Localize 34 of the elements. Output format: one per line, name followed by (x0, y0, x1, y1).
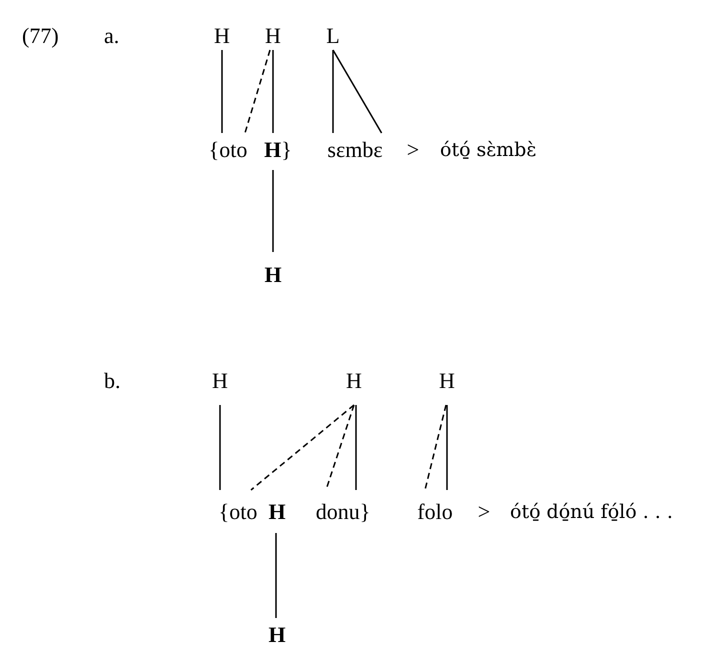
tone-letter: H (212, 370, 228, 405)
floating-tone: H (268, 490, 286, 533)
association-line (244, 50, 271, 134)
association-line (332, 50, 334, 133)
tone-letter: H (214, 25, 230, 50)
tone-letter: H (265, 25, 281, 50)
example-letter: b. (104, 370, 120, 392)
association-line (221, 50, 223, 133)
word: {oto (218, 490, 258, 523)
tone-letter: L (326, 25, 340, 50)
tone-letter: H (439, 370, 455, 405)
association-line (250, 404, 354, 491)
tone-letter: H (346, 370, 362, 405)
word: donu} (316, 490, 370, 523)
association-line (275, 533, 277, 618)
association-line (446, 405, 448, 490)
association-line (272, 50, 274, 133)
floating-tone: H (268, 618, 286, 646)
surface-form: ótó̱ sɛ̀mbɛ̀ (440, 139, 536, 161)
derivation-sign: > (478, 501, 490, 523)
association-line (219, 405, 221, 490)
example-letter: a. (104, 25, 120, 47)
example-number: (77) (22, 25, 59, 47)
surface-form: ótó̱ dó̱nú fó̱ló . . . (510, 501, 673, 523)
derivation-sign: > (406, 139, 420, 161)
word: sɛmbɛ (327, 133, 383, 161)
association-line (355, 405, 357, 490)
word: folo (417, 490, 453, 523)
word: H} (264, 133, 292, 170)
association-line (332, 50, 382, 134)
association-line (272, 170, 274, 252)
floating-tone: H (264, 252, 282, 286)
word: {oto (208, 133, 248, 161)
association-line (424, 404, 447, 490)
